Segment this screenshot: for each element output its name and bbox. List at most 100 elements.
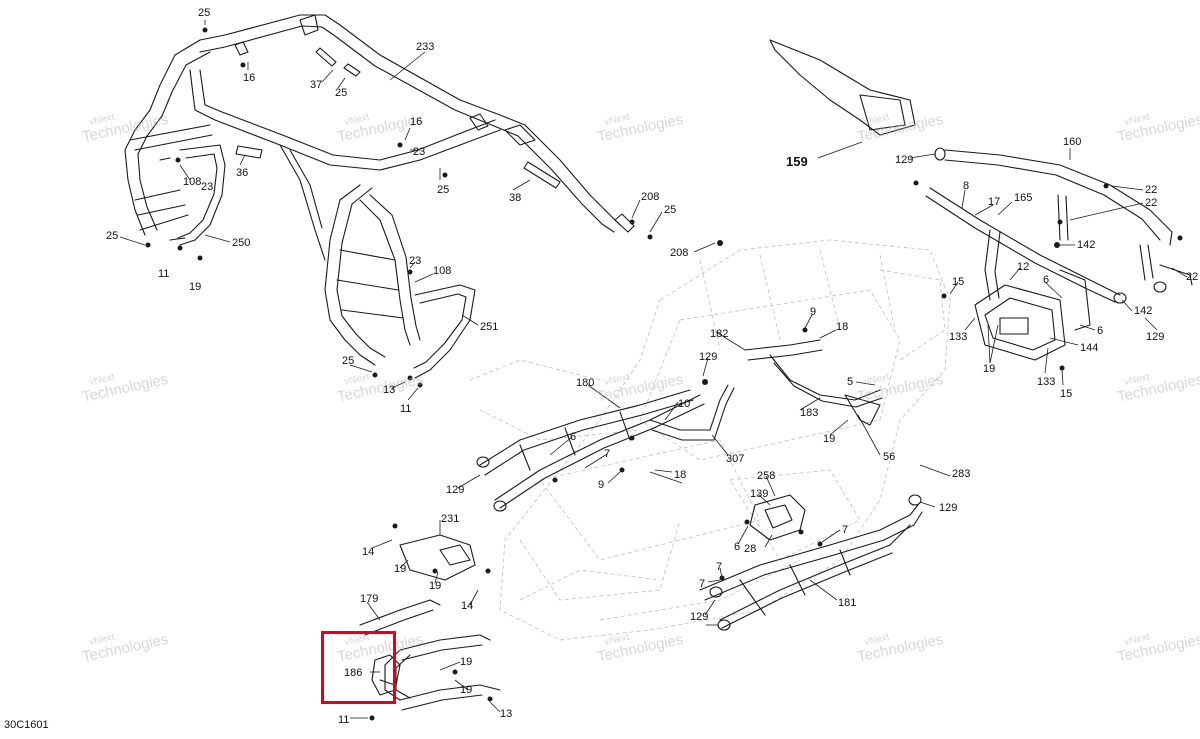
leader-lines <box>119 20 1188 719</box>
callout-19[interactable]: 19 <box>189 281 201 293</box>
callout-22[interactable]: 22 <box>1145 197 1157 209</box>
callout-10[interactable]: 10 <box>678 398 690 410</box>
svg-text:vNext: vNext <box>603 112 631 128</box>
callout-7[interactable]: 7 <box>842 524 848 536</box>
callout-7[interactable]: 7 <box>604 448 610 460</box>
callout-25[interactable]: 25 <box>106 230 118 242</box>
callout-250[interactable]: 250 <box>232 237 250 249</box>
callout-7[interactable]: 7 <box>716 561 722 573</box>
callout-133[interactable]: 133 <box>949 331 967 343</box>
callout-139[interactable]: 139 <box>750 488 768 500</box>
callout-25[interactable]: 25 <box>198 7 210 19</box>
bar-183 <box>744 339 883 426</box>
svg-text:vNext: vNext <box>863 112 891 128</box>
callout-14[interactable]: 14 <box>461 600 473 612</box>
callout-17[interactable]: 17 <box>988 196 1000 208</box>
callout-15[interactable]: 15 <box>952 276 964 288</box>
callout-28[interactable]: 28 <box>744 543 756 555</box>
callout-283[interactable]: 283 <box>952 468 970 480</box>
callout-23[interactable]: 23 <box>201 181 213 193</box>
callout-37[interactable]: 37 <box>310 79 322 91</box>
callout-9[interactable]: 9 <box>598 479 604 491</box>
callout-6[interactable]: 6 <box>1097 325 1103 337</box>
callout-181[interactable]: 181 <box>838 597 856 609</box>
callout-233[interactable]: 233 <box>416 41 434 53</box>
callout-13[interactable]: 13 <box>500 708 512 720</box>
callout-19[interactable]: 19 <box>823 433 835 445</box>
callout-186[interactable]: 186 <box>344 667 362 679</box>
callout-231[interactable]: 231 <box>441 513 459 525</box>
callout-8[interactable]: 8 <box>963 180 969 192</box>
callout-15[interactable]: 15 <box>1060 388 1072 400</box>
callout-182[interactable]: 182 <box>710 328 728 340</box>
callout-180[interactable]: 180 <box>576 377 594 389</box>
callout-129[interactable]: 129 <box>895 154 913 166</box>
callout-142[interactable]: 142 <box>1077 239 1095 251</box>
callout-18[interactable]: 18 <box>836 321 848 333</box>
bumper-181 <box>699 494 923 631</box>
callout-16[interactable]: 16 <box>410 116 422 128</box>
callout-11[interactable]: 11 <box>158 268 169 280</box>
small-brackets <box>235 47 561 189</box>
callout-19[interactable]: 19 <box>983 363 995 375</box>
callout-142[interactable]: 142 <box>1134 305 1152 317</box>
callout-19[interactable]: 19 <box>460 684 472 696</box>
callout-19[interactable]: 19 <box>394 563 406 575</box>
callout-25[interactable]: 25 <box>335 87 347 99</box>
callout-129[interactable]: 129 <box>939 502 957 514</box>
callout-6[interactable]: 6 <box>570 431 576 443</box>
callout-11[interactable]: 11 <box>400 403 411 415</box>
callout-19[interactable]: 19 <box>460 656 472 668</box>
callout-108[interactable]: 108 <box>183 176 201 188</box>
callout-6[interactable]: 6 <box>734 541 740 553</box>
callout-129[interactable]: 129 <box>699 351 717 363</box>
ghost-chassis <box>469 239 951 641</box>
drawing-code: 30C1601 <box>4 719 49 731</box>
callout-208[interactable]: 208 <box>670 247 688 259</box>
callout-129[interactable]: 129 <box>1146 331 1164 343</box>
bumper-160 <box>925 147 1193 304</box>
callout-36[interactable]: 36 <box>236 167 248 179</box>
callout-11[interactable]: 11 <box>338 714 349 726</box>
callout-129[interactable]: 129 <box>690 611 708 623</box>
callout-16[interactable]: 16 <box>243 72 255 84</box>
callout-251[interactable]: 251 <box>480 321 498 333</box>
callout-12[interactable]: 12 <box>1017 261 1029 273</box>
callout-108[interactable]: 108 <box>433 265 451 277</box>
callout-159[interactable]: 159 <box>786 154 808 169</box>
callout-208[interactable]: 208 <box>641 191 659 203</box>
callout-160[interactable]: 160 <box>1063 136 1081 148</box>
fasteners <box>145 27 1183 721</box>
callout-22[interactable]: 22 <box>1145 184 1157 196</box>
callout-25[interactable]: 25 <box>342 355 354 367</box>
highlight-box <box>321 631 396 704</box>
svg-text:vNext: vNext <box>88 632 116 648</box>
callout-133[interactable]: 133 <box>1037 376 1055 388</box>
callout-56[interactable]: 56 <box>883 451 895 463</box>
callout-22[interactable]: 22 <box>1186 271 1198 283</box>
callout-307[interactable]: 307 <box>726 453 744 465</box>
callout-6[interactable]: 6 <box>1043 274 1049 286</box>
callout-144[interactable]: 144 <box>1080 342 1098 354</box>
callout-7[interactable]: 7 <box>699 578 705 590</box>
callout-13[interactable]: 13 <box>383 384 395 396</box>
callout-25[interactable]: 25 <box>437 184 449 196</box>
callout-38[interactable]: 38 <box>509 192 521 204</box>
callout-9[interactable]: 9 <box>810 306 816 318</box>
callout-165[interactable]: 165 <box>1014 192 1032 204</box>
callout-14[interactable]: 14 <box>362 546 374 558</box>
svg-text:vNext: vNext <box>863 372 891 388</box>
callout-129[interactable]: 129 <box>446 484 464 496</box>
callout-18[interactable]: 18 <box>674 469 686 481</box>
winch-plate-144 <box>974 269 1091 361</box>
callout-25[interactable]: 25 <box>664 204 676 216</box>
callout-23[interactable]: 23 <box>413 146 425 158</box>
callout-23[interactable]: 23 <box>409 255 421 267</box>
callout-179[interactable]: 179 <box>360 593 378 605</box>
callout-5[interactable]: 5 <box>847 376 853 388</box>
callout-258[interactable]: 258 <box>757 470 775 482</box>
callout-19[interactable]: 19 <box>429 580 441 592</box>
callout-183[interactable]: 183 <box>800 407 818 419</box>
